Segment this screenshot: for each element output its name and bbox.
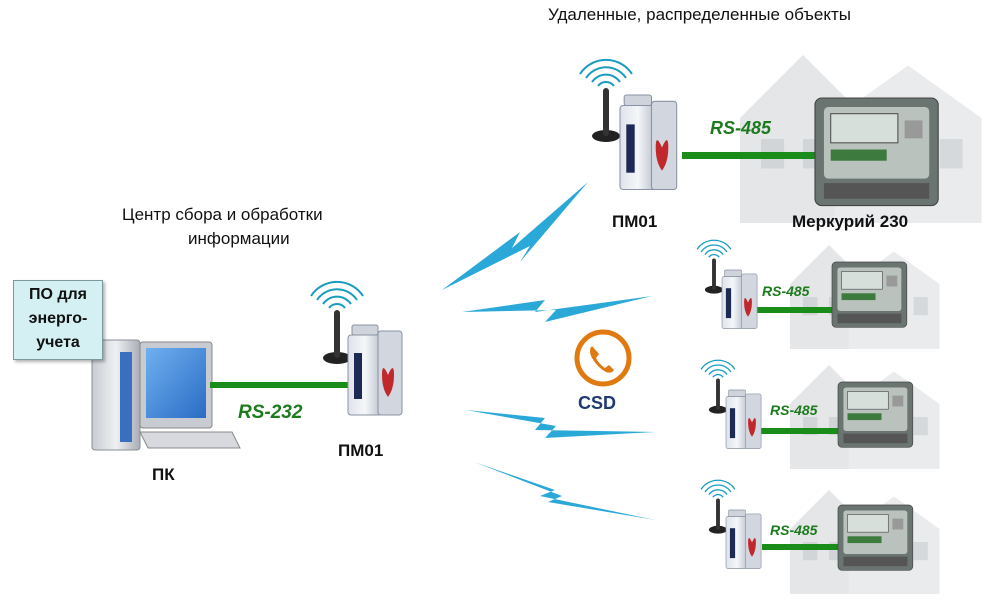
center-title-line2: информации xyxy=(188,229,290,248)
computer-icon xyxy=(91,339,241,451)
meter-small-2 xyxy=(837,381,914,448)
meter-main xyxy=(814,97,939,207)
pc-label: ПК xyxy=(152,465,175,484)
phone-icon xyxy=(574,329,632,387)
modem-remote xyxy=(619,94,678,191)
rs232-label: RS-232 xyxy=(238,402,303,423)
rs485-label-2: RS-485 xyxy=(770,402,818,418)
modem-small-1 xyxy=(721,269,758,329)
rs485-main-label: RS-485 xyxy=(710,118,772,138)
lightning-bolt-1 xyxy=(442,182,588,290)
center-title-line1: Центр сбора и обработки xyxy=(122,205,323,224)
rs485-link-3 xyxy=(762,544,842,550)
lightning-bolt-2 xyxy=(462,296,652,322)
rs485-label-1: RS-485 xyxy=(762,283,810,299)
lightning-bolt-3 xyxy=(466,410,655,438)
modem-center-label: ПМ01 xyxy=(338,441,384,460)
modem-small-2 xyxy=(725,389,762,449)
meter-main-label: Меркурий 230 xyxy=(792,212,909,231)
remote-objects-title: Удаленные, распределенные объекты xyxy=(548,5,851,24)
software-box: ПО для энерго- учета xyxy=(13,280,103,360)
modem-remote-label: ПМ01 xyxy=(612,212,658,231)
modem-center xyxy=(347,324,403,416)
rs485-label-3: RS-485 xyxy=(770,522,818,538)
rs232-link xyxy=(210,382,348,388)
meter-small-1 xyxy=(831,261,908,328)
csd-label: CSD xyxy=(578,393,617,413)
meter-small-3 xyxy=(837,504,914,571)
modem-small-3 xyxy=(725,509,762,569)
rs485-link-main xyxy=(682,152,820,159)
lightning-bolt-4 xyxy=(474,462,655,520)
rs485-link-2 xyxy=(760,428,840,434)
rs485-link-1 xyxy=(755,307,835,313)
